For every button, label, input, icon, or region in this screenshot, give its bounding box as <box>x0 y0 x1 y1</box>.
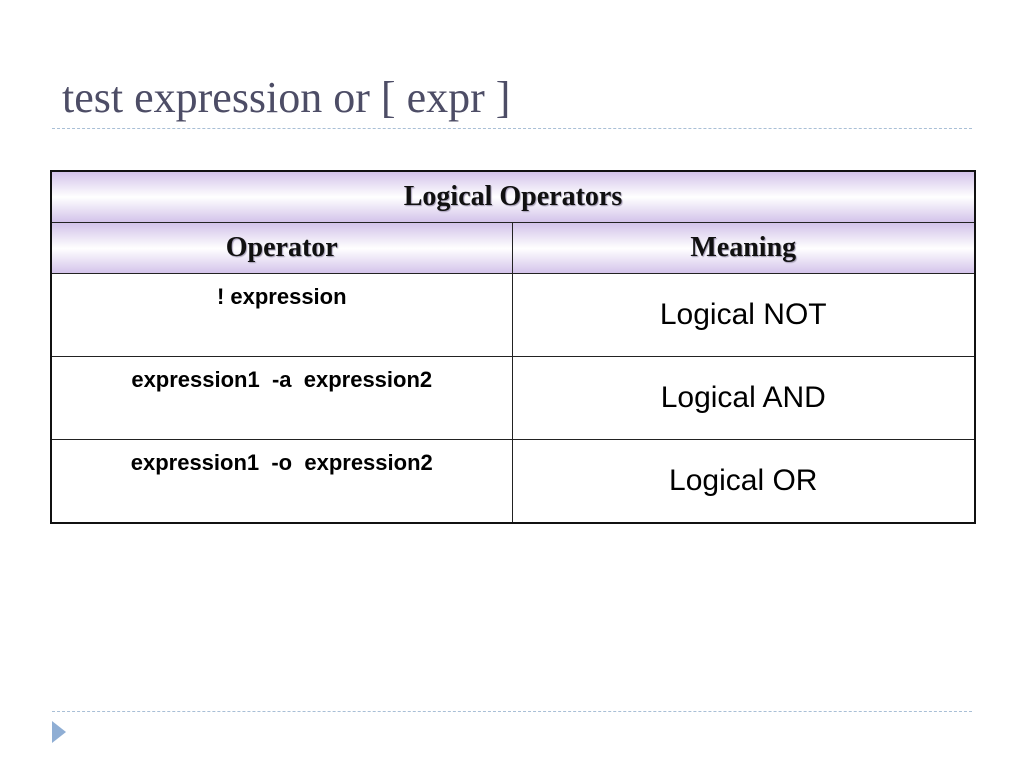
meaning-cell: Logical AND <box>511 356 976 440</box>
meaning-cell: Logical NOT <box>511 273 976 357</box>
table-row: ! expression Logical NOT <box>50 273 976 357</box>
title-divider <box>52 128 972 129</box>
logical-operators-table: Logical Operators Operator Meaning ! exp… <box>50 170 976 524</box>
column-header-meaning: Meaning <box>511 222 976 274</box>
operator-cell: expression1 -a expression2 <box>50 356 513 440</box>
triangle-right-icon <box>52 721 66 743</box>
column-header-operator: Operator <box>50 222 513 274</box>
operator-cell: expression1 -o expression2 <box>50 439 513 524</box>
meaning-cell: Logical OR <box>511 439 976 524</box>
table-row: expression1 -a expression2 Logical AND <box>50 356 976 440</box>
footer-divider <box>52 711 972 712</box>
operator-cell: ! expression <box>50 273 513 357</box>
slide-title: test expression or [ expr ] <box>62 73 511 122</box>
table-row: expression1 -o expression2 Logical OR <box>50 439 976 524</box>
table-caption: Logical Operators <box>50 170 976 223</box>
